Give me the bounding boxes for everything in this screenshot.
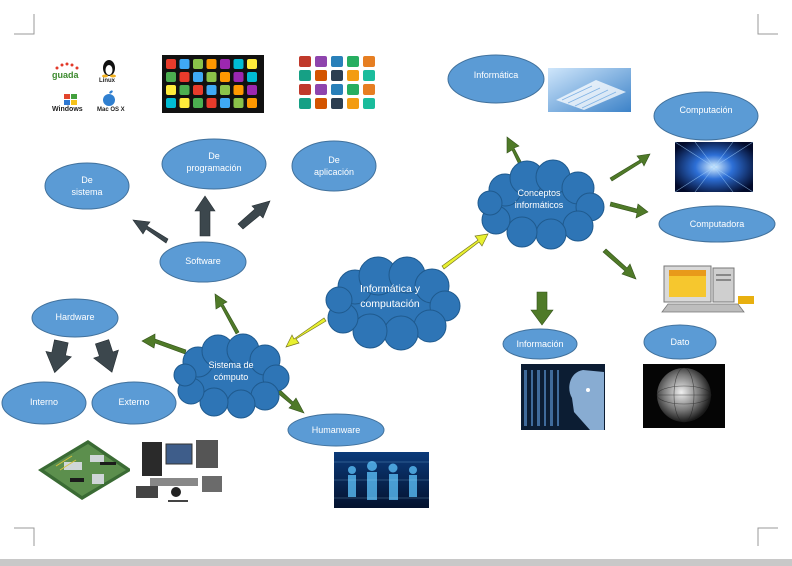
green-arrows bbox=[141, 136, 651, 414]
crop-marks bbox=[14, 14, 778, 546]
apple-icon bbox=[103, 90, 115, 106]
dato-image bbox=[643, 364, 725, 428]
macos-label: Mac OS X bbox=[97, 107, 125, 113]
label-de-programacion: De programación bbox=[186, 151, 242, 173]
linux-icon bbox=[102, 60, 116, 78]
arrow-to-de-programacion bbox=[194, 195, 216, 237]
label-hardware: Hardware bbox=[55, 312, 95, 322]
node-dato bbox=[643, 324, 717, 360]
label-de-sistema: De sistema bbox=[71, 175, 103, 197]
label-informacion: Información bbox=[516, 339, 564, 349]
application-icons-image bbox=[299, 56, 375, 109]
window-bottom-edge bbox=[0, 559, 792, 566]
arrow-to-externo bbox=[93, 339, 119, 373]
yellow-arrows bbox=[285, 233, 489, 348]
programming-icons-image bbox=[162, 55, 264, 113]
arrow-to-software bbox=[214, 293, 240, 335]
arrow-center-to-sistema bbox=[285, 317, 327, 348]
arrow-to-interno bbox=[45, 339, 72, 374]
guada-label: guada bbox=[52, 70, 79, 80]
computadora-image bbox=[661, 265, 754, 313]
windows-icon bbox=[64, 94, 77, 105]
label-informatica-computacion: Informática y computación bbox=[359, 283, 421, 310]
node-hardware bbox=[31, 298, 119, 338]
label-conceptos: Conceptos informáticos bbox=[514, 188, 564, 210]
node-de-sistema bbox=[44, 162, 130, 210]
node-informatica bbox=[447, 54, 545, 104]
informatica-image bbox=[548, 68, 631, 112]
arrow-to-de-aplicacion bbox=[237, 200, 271, 230]
cloud-sistema-computo[interactable] bbox=[173, 333, 290, 419]
external-devices-image bbox=[130, 432, 228, 506]
label-humanware: Humanware bbox=[311, 425, 361, 435]
node-de-programacion bbox=[161, 138, 267, 190]
arrow-to-humanware bbox=[274, 387, 305, 414]
cloud-conceptos[interactable] bbox=[477, 159, 605, 250]
humanware-image bbox=[334, 452, 429, 508]
node-humanware bbox=[287, 413, 385, 447]
computacion-image bbox=[674, 141, 754, 193]
arrow-to-computadora-img bbox=[602, 248, 637, 280]
label-de-aplicacion: De aplicación bbox=[313, 155, 355, 177]
linux-label: Linux bbox=[99, 78, 115, 84]
cloud-informatica-computacion[interactable] bbox=[325, 256, 461, 351]
node-computadora bbox=[658, 205, 776, 243]
node-de-aplicacion bbox=[291, 140, 377, 192]
dark-arrows bbox=[45, 195, 271, 374]
arrow-to-informacion bbox=[530, 291, 554, 326]
label-externo: Externo bbox=[118, 397, 150, 407]
node-computacion bbox=[653, 91, 759, 141]
label-software: Software bbox=[185, 256, 221, 266]
arrow-to-de-sistema bbox=[132, 219, 169, 244]
label-sistema-computo: Sistema de cómputo bbox=[208, 360, 254, 382]
internal-hardware-image bbox=[38, 440, 132, 500]
label-interno: Interno bbox=[29, 397, 59, 407]
label-computadora: Computadora bbox=[689, 219, 745, 229]
arrow-to-hardware bbox=[141, 333, 187, 355]
node-informacion bbox=[502, 328, 578, 360]
node-externo bbox=[91, 381, 177, 425]
arrow-to-computacion bbox=[609, 153, 651, 182]
guada-logo bbox=[55, 62, 79, 70]
ellipses[interactable] bbox=[1, 54, 776, 447]
label-informatica: Informática bbox=[473, 70, 519, 80]
os-logos bbox=[55, 60, 116, 106]
arrow-to-computadora bbox=[609, 201, 649, 219]
node-interno bbox=[1, 381, 87, 425]
arrow-center-to-conceptos bbox=[441, 233, 489, 270]
informacion-image bbox=[521, 364, 605, 430]
label-dato: Dato bbox=[670, 337, 690, 347]
windows-label: Windows bbox=[52, 106, 83, 113]
label-computacion: Computación bbox=[679, 105, 733, 115]
node-software bbox=[159, 241, 247, 283]
